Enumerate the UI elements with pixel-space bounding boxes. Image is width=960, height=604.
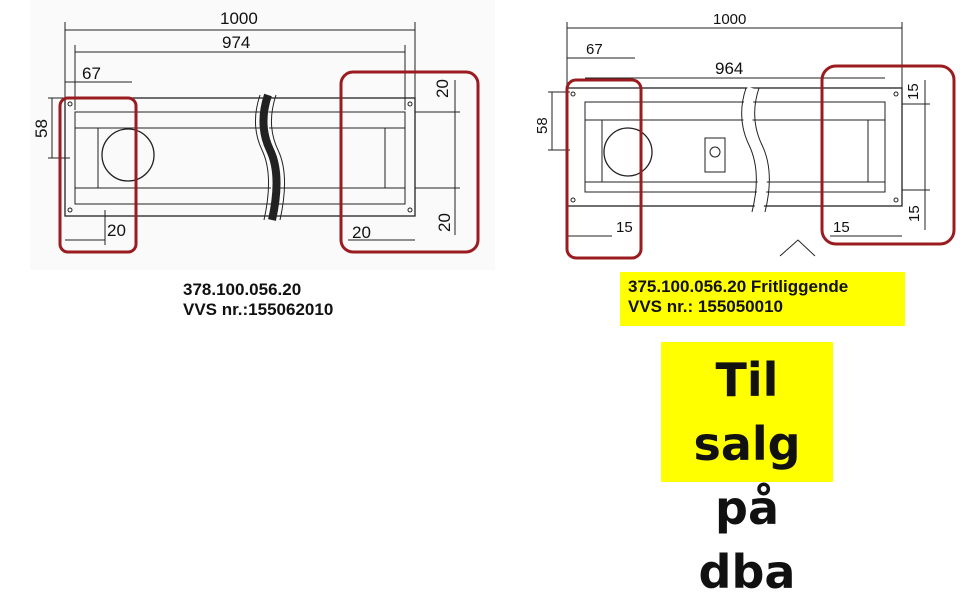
right-end-highlight-box [339, 70, 480, 254]
right-end-highlight-box [820, 64, 956, 246]
right-drawing-svg: 1000 67 964 58 15 15 15 15 [534, 11, 956, 260]
dim-side-offset-bottom: 20 [435, 213, 454, 232]
dim-height: 58 [32, 119, 51, 138]
for-sale-badge: Til salg på dba [661, 342, 833, 599]
dim-bottom-offset-right: 20 [352, 223, 371, 242]
sale-badge-line1: Til salg [693, 353, 801, 471]
dim-overall-length: 1000 [713, 11, 746, 28]
right-vvs-number: VVS nr.: 155050010 [628, 297, 784, 316]
left-article-number: 378.100.056.20 [183, 280, 302, 299]
dim-end-width: 67 [586, 41, 603, 58]
left-vvs-number: VVS nr.:155062010 [183, 300, 334, 319]
dim-height: 58 [534, 117, 551, 134]
dim-inner-length: 974 [222, 33, 250, 52]
dim-bottom-offset-left: 15 [616, 219, 633, 236]
dim-overall-length: 1000 [220, 9, 258, 28]
left-end-highlight-box [565, 78, 643, 260]
right-article-number: 375.100.056.20 Fritliggende [628, 277, 849, 296]
dim-bottom-offset-left: 20 [107, 221, 126, 240]
dim-bottom-offset-right: 15 [833, 219, 850, 236]
dim-side-offset-top: 20 [433, 79, 452, 98]
right-technical-drawing: 1000 67 964 58 15 15 15 15 [530, 0, 960, 270]
sale-badge-line2: på dba [698, 481, 796, 599]
left-drawing-svg: 1000 974 67 58 20 20 20 20 [32, 9, 480, 254]
right-product-caption: 375.100.056.20 Fritliggende VVS nr.: 155… [620, 272, 905, 326]
dim-end-width: 67 [82, 64, 101, 83]
dim-side-offset-top: 15 [905, 83, 922, 100]
dim-inner-length: 964 [715, 59, 743, 78]
left-end-highlight-box [58, 96, 138, 254]
left-product-caption: 378.100.056.20 VVS nr.:155062010 [183, 280, 333, 320]
left-technical-drawing: 1000 974 67 58 20 20 20 20 [30, 0, 495, 270]
dim-side-offset-bottom: 15 [906, 205, 923, 222]
